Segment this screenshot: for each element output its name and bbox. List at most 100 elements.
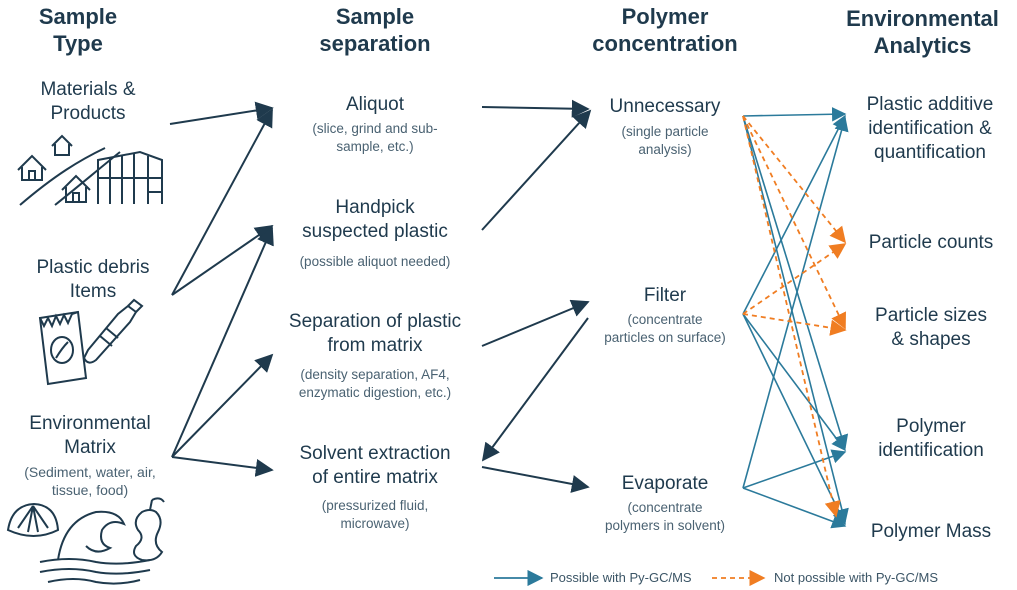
arrow-evaporate-mass [742, 487, 847, 529]
sep-matrix: Separation of plastic from matrix [272, 310, 478, 358]
legend-possible-label: Possible with Py-GC/MS [550, 570, 692, 585]
arrow-filter-counts [742, 243, 847, 315]
arrow-materials-aliquot [169, 101, 274, 125]
header-sample-separation: Sample separation [290, 3, 460, 57]
sample-plastic-debris: Plastic debris Items [8, 256, 178, 304]
sample-to-separation-arrows [169, 101, 274, 477]
sample-environmental-examples: (Sediment, water, air, tissue, food) [2, 463, 178, 499]
sample-env-sub-line1: (Sediment, water, air, [24, 464, 156, 480]
conc-evaporate-details: (concentrate polymers in solvent) [582, 499, 748, 535]
conc-unnecessary-title: Unnecessary [609, 96, 721, 117]
arrow-unnecessary-sizes [742, 115, 846, 330]
arrow-matrix-filter [481, 299, 590, 347]
arrow-filter-additive [742, 114, 846, 315]
conc-evaporate-sub-line1: (concentrate [627, 500, 703, 515]
header-sample-type-line1: Sample [38, 4, 118, 29]
arrow-aliquot-unnecessary [481, 99, 590, 118]
sep-handpick-line2: suspected plastic [302, 221, 448, 242]
arrow-unnecessary-mass [742, 115, 849, 524]
conc-evaporate: Evaporate [585, 472, 745, 496]
sample-env-line2: Matrix [64, 437, 116, 458]
header-sample-separation-line1: Sample [335, 4, 415, 29]
header-environmental-analytics: Environmental Analytics [830, 5, 1015, 59]
sep-handpick-line1: Handpick [335, 197, 415, 218]
arrow-evaporate-additive [742, 116, 849, 489]
conc-filter: Filter [585, 284, 745, 308]
conc-evaporate-title: Evaporate [621, 473, 709, 494]
sep-aliquot: Aliquot [275, 93, 475, 117]
arrow-evaporate-polymer-id [742, 449, 847, 489]
conc-unnecessary-details: (single particle analysis) [585, 123, 745, 159]
conc-unnecessary-sub-line1: (single particle [621, 124, 709, 139]
conc-unnecessary: Unnecessary [585, 95, 745, 119]
sep-aliquot-sub-line2: sample, etc.) [336, 139, 414, 154]
analytics-additive-line1: Plastic additive [866, 94, 994, 115]
sep-solvent-sub-line1: (pressurized fluid, [321, 498, 429, 513]
sep-solvent-line1: Solvent extraction [299, 443, 451, 464]
conc-unnecessary-sub-line2: analysis) [638, 142, 692, 157]
arrow-debris-handpick [171, 224, 274, 296]
sample-env-line1: Environmental [29, 413, 151, 434]
sample-environmental-matrix: Environmental Matrix [4, 412, 176, 460]
sample-materials-line1: Materials & [40, 79, 136, 100]
sep-aliquot-sub-line1: (slice, grind and sub- [312, 121, 438, 136]
header-sample-type: Sample Type [8, 3, 148, 57]
conc-evaporate-sub-line2: polymers in solvent) [604, 518, 726, 533]
analytics-particle-counts: Particle counts [848, 231, 1014, 255]
arrow-debris-aliquot [171, 108, 273, 296]
sep-aliquot-title: Aliquot [345, 94, 405, 115]
sample-materials-products: Materials & Products [8, 78, 168, 126]
separation-to-concentration-arrows [481, 99, 592, 493]
not-possible-py-gcms-arrows [742, 115, 847, 518]
sep-solvent-sub-line2: microwave) [340, 516, 410, 531]
analytics-mass-title: Polymer Mass [870, 521, 992, 542]
analytics-additive-line2: identification & [868, 118, 992, 139]
arrow-filter-mass [742, 313, 846, 526]
arrow-filter-solvent [481, 317, 589, 462]
header-polymer-concentration-line2: concentration [592, 31, 738, 56]
sep-matrix-line1: Separation of plastic [288, 311, 462, 332]
arrow-unnecessary-mass-dashed [742, 115, 841, 518]
arrow-unnecessary-additive [742, 107, 847, 122]
arrow-env-matrix [171, 353, 274, 458]
possible-py-gcms-arrows [742, 107, 849, 529]
sample-materials-line2: Products [50, 103, 126, 124]
sample-env-sub-line2: tissue, food) [51, 482, 129, 498]
sep-matrix-sub-line2: enzymatic digestion, etc.) [298, 385, 452, 400]
conc-filter-details: (concentrate particles on surface) [582, 311, 748, 347]
header-polymer-concentration-line1: Polymer [621, 4, 709, 29]
header-environmental-analytics-line2: Analytics [873, 33, 972, 58]
analytics-particle-sizes: Particle sizes & shapes [848, 304, 1014, 352]
analytics-additive: Plastic additive identification & quanti… [845, 93, 1015, 165]
header-polymer-concentration: Polymer concentration [575, 3, 755, 57]
sample-debris-line2: Items [69, 281, 117, 302]
arrow-solvent-evaporate [481, 466, 590, 493]
sep-matrix-line2: from matrix [327, 335, 423, 356]
analytics-additive-line3: quantification [874, 142, 986, 163]
conc-filter-sub-line2: particles on surface) [604, 330, 726, 345]
arrow-env-solvent [171, 456, 274, 477]
conc-filter-title: Filter [643, 285, 687, 306]
legend-not-possible-label: Not possible with Py-GC/MS [774, 570, 938, 585]
arrow-unnecessary-counts [742, 115, 847, 244]
sep-matrix-details: (density separation, AF4, enzymatic dige… [272, 366, 478, 402]
analytics-sizes-line2: & shapes [891, 329, 971, 350]
arrow-unnecessary-polymer-id [742, 115, 849, 450]
analytics-polymer-id-line1: Polymer [896, 416, 966, 437]
arrow-filter-polymer-id [742, 313, 846, 452]
sep-aliquot-details: (slice, grind and sub- sample, etc.) [275, 120, 475, 156]
sep-solvent: Solvent extraction of entire matrix [272, 442, 478, 490]
snack-bag-bottle-icon [38, 298, 144, 386]
arrow-env-handpick [171, 226, 274, 458]
sep-solvent-details: (pressurized fluid, microwave) [272, 497, 478, 533]
sep-handpick: Handpick suspected plastic [272, 196, 478, 244]
sample-debris-line1: Plastic debris [36, 257, 150, 278]
analytics-polymer-identification: Polymer identification [848, 415, 1014, 463]
analytics-polymer-mass: Polymer Mass [848, 520, 1014, 544]
arrow-handpick-unnecessary [481, 109, 592, 231]
analytics-sizes-line1: Particle sizes [875, 305, 987, 326]
sep-matrix-sub-line1: (density separation, AF4, [300, 367, 450, 382]
analytics-polymer-id-line2: identification [878, 440, 984, 461]
